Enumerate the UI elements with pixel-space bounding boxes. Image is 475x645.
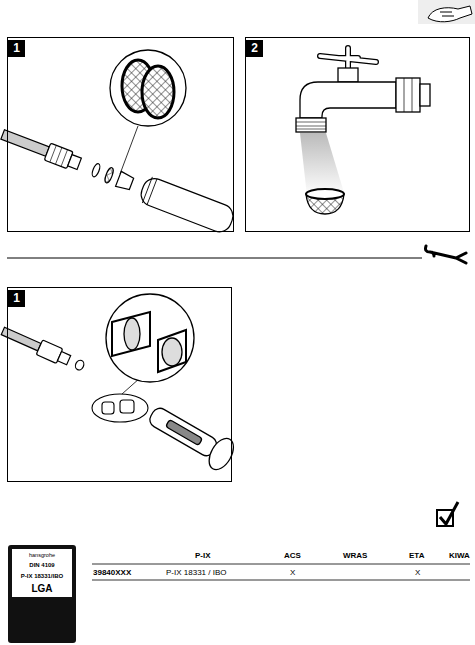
drawing-part xyxy=(158,330,186,372)
drawing-part xyxy=(120,400,134,413)
table-header: KIWA xyxy=(449,552,470,560)
magnifier xyxy=(110,50,186,174)
drawing-part xyxy=(142,66,174,118)
drawing-part xyxy=(124,318,140,350)
drawing-part xyxy=(74,359,85,371)
tag-text: hansgrohe xyxy=(29,552,55,558)
magnifier xyxy=(106,294,194,382)
drawing-part xyxy=(1,130,49,157)
tag-text: DIN 4109 xyxy=(29,562,54,569)
drawing-part xyxy=(120,126,138,174)
drawing-part xyxy=(68,155,82,170)
step-number: 1 xyxy=(8,290,25,307)
faucet xyxy=(296,48,430,132)
drawing-part xyxy=(103,167,114,184)
step-panel: 1 xyxy=(7,287,232,482)
drawing-part xyxy=(50,145,68,166)
table-cell: X xyxy=(415,569,420,577)
drawing-part xyxy=(440,502,458,524)
drawing-part xyxy=(138,175,237,235)
table-header: WRAS xyxy=(343,552,367,560)
detail-ellipse xyxy=(92,378,148,422)
drawing-part xyxy=(57,352,70,365)
drawing-part xyxy=(112,312,150,356)
drawing-part xyxy=(320,48,376,70)
table-rule xyxy=(92,564,470,580)
table-cell: X xyxy=(290,569,295,577)
drawing-part xyxy=(404,78,412,112)
drawing-part xyxy=(162,338,182,366)
drawing-part xyxy=(418,0,475,24)
water-stream xyxy=(300,133,345,196)
drawing-part xyxy=(106,294,194,382)
drawing-part xyxy=(428,6,472,22)
tag-text: LGA xyxy=(31,583,52,594)
checkbox-icon xyxy=(437,502,458,526)
drawing-part xyxy=(440,12,454,16)
sieve xyxy=(306,189,344,214)
hand-shower xyxy=(144,399,239,473)
table-cell: 39840XXX xyxy=(93,569,131,577)
drawing-part xyxy=(306,189,344,199)
drawing-part xyxy=(102,402,114,414)
drawing-part xyxy=(91,163,102,178)
step-number: 1 xyxy=(8,40,25,57)
hose-assembly xyxy=(0,121,236,235)
table-header: ETA xyxy=(409,552,424,560)
drawing-part xyxy=(147,405,219,458)
tag-label-area: hansgroheDIN 4109P-IX 18331/IBO LGA xyxy=(12,549,72,597)
certification-tag: hansgroheDIN 4109P-IX 18331/IBO LGA xyxy=(8,545,76,643)
table-header: P-IX xyxy=(195,552,211,560)
step-panel: 1 xyxy=(7,37,234,232)
drawing-part xyxy=(338,68,358,82)
drawing-part xyxy=(116,171,135,191)
drawing-part xyxy=(92,394,148,422)
drawing-part xyxy=(92,564,470,565)
drawing-part xyxy=(420,84,430,106)
drawing-part xyxy=(396,78,420,112)
divider xyxy=(7,258,422,259)
step-number: 2 xyxy=(246,40,263,57)
drawing-part xyxy=(320,48,376,70)
drawing-part xyxy=(110,50,186,126)
hose-assembly xyxy=(0,324,87,374)
tag-text: P-IX 18331/IBO xyxy=(21,573,63,580)
hand-icon xyxy=(418,0,475,24)
wrench-icon xyxy=(426,246,467,263)
step-panel: 2 xyxy=(245,37,470,232)
drawing-part xyxy=(166,420,203,446)
table-header: ACS xyxy=(284,552,301,560)
table-cell: P-IX 18331 / IBO xyxy=(166,569,226,577)
drawing-part xyxy=(142,177,157,205)
drawing-part xyxy=(92,580,470,581)
drawing-part xyxy=(296,118,326,132)
drawing-part xyxy=(296,122,326,129)
drawing-part xyxy=(300,82,396,118)
drawing-part xyxy=(204,434,238,473)
